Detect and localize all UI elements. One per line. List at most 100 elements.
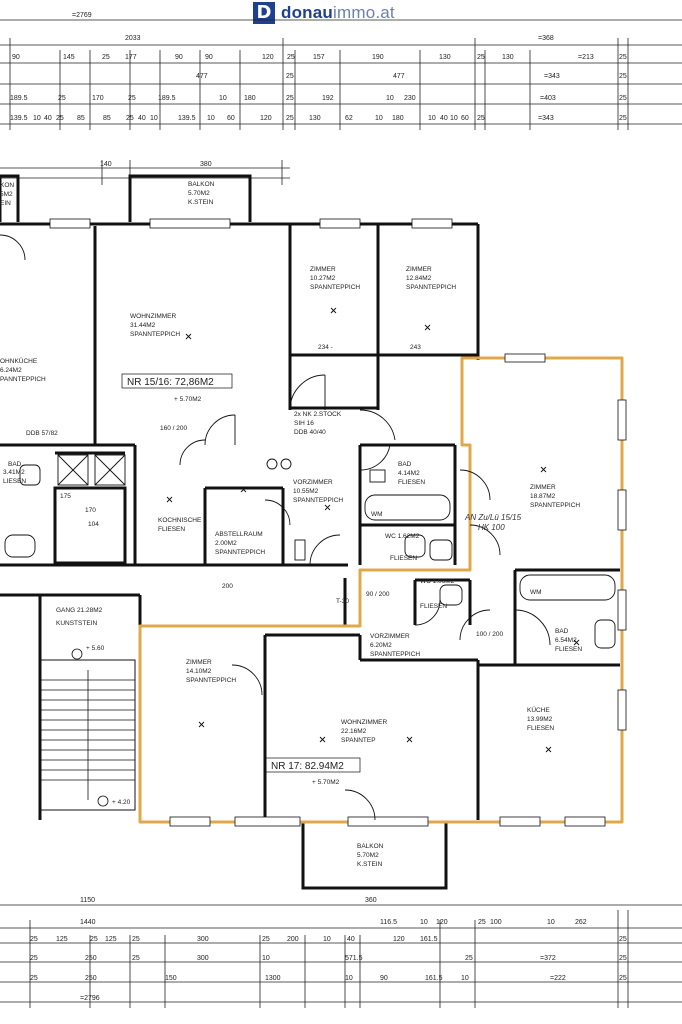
dim-label: 189.5 — [10, 95, 28, 102]
room-floor: SPANNTEPPICH — [406, 284, 456, 291]
dim-label: 40 — [44, 115, 52, 122]
room-floor: EIN — [0, 200, 11, 207]
dim-label: 139.5 — [178, 115, 196, 122]
dim-label: 25 — [478, 919, 486, 926]
room-floor: SPANNTEPPICH — [530, 502, 580, 509]
room-label: BAD — [555, 628, 569, 635]
note-level-up: + 5.60 — [86, 645, 105, 652]
dim-label: 85 — [103, 115, 111, 122]
room-area: 3.41M2 — [3, 469, 25, 476]
note-ddb57: DDB 57/82 — [26, 430, 58, 437]
dim-label: 190 — [372, 54, 384, 61]
room-floor: SPANNTEPPICH — [310, 284, 360, 291]
room-area: 31.44M2 — [130, 322, 156, 329]
dim-label: 180 — [392, 115, 404, 122]
dim-label: 262 — [575, 919, 587, 926]
dim-label: 10 — [547, 919, 555, 926]
dim-160-200: 160 / 200 — [160, 425, 187, 432]
room-floor: SPANNTEPPICH — [293, 497, 343, 504]
note-nk: 2x NK 2.STOCK — [294, 411, 342, 418]
dim-label: 10 — [461, 975, 469, 982]
room-floor: LIESEN — [3, 478, 26, 485]
room-floor: FLIESEN — [527, 725, 554, 732]
plan-notes: 2x NK 2.STOCK SIH 16 DDB 40/40 DDB 57/82… — [26, 344, 542, 806]
logo-mark: D — [253, 2, 275, 24]
room-area: 13.99M2 — [527, 716, 553, 723]
room-label: VORZIMMER — [370, 633, 410, 640]
dim-label: 25 — [465, 955, 473, 962]
room-label: BALKON — [188, 181, 215, 188]
note-level-down: + 4.20 — [112, 799, 131, 806]
dim-label: 192 — [322, 95, 334, 102]
room-area: 5.70M2 — [357, 852, 379, 859]
dim-label: 10 — [323, 936, 331, 943]
dim-label: 380 — [200, 161, 212, 168]
room-floor: FLIESEN — [420, 603, 447, 610]
top-dimension-lines — [0, 19, 682, 179]
dim-label: 10 — [345, 975, 353, 982]
staircase — [40, 648, 135, 807]
dim-label: 120 — [262, 54, 274, 61]
room-floor: FLIESEN — [555, 646, 582, 653]
dim-label: 180 — [244, 95, 256, 102]
apartment-nr15-label: NR 15/16: 72,86M2 — [127, 377, 214, 388]
dim-label: 100 — [490, 919, 502, 926]
dim-label: 25 — [286, 95, 294, 102]
room-floor: FLIESEN — [390, 555, 417, 562]
logo-brand-suffix: immo.at — [333, 3, 395, 22]
dim-label: 360 — [365, 897, 377, 904]
bottom-dimension-labels: 1150 360 1440 116.5 10 120 25 100 10 262… — [30, 897, 627, 1002]
note-wm-bottom: WM — [530, 589, 542, 596]
dim-label: =222 — [550, 975, 566, 982]
dim-100-200: 100 / 200 — [476, 631, 503, 638]
dim-label: 25 — [619, 115, 627, 122]
dim-label: 10 — [262, 955, 270, 962]
room-label: ZIMMER — [530, 484, 556, 491]
dim-label: =403 — [540, 95, 556, 102]
room-floor: PANNTEPPICH — [0, 376, 46, 383]
room-label: OHNKÜCHE — [0, 357, 38, 365]
room-floor: SPANNTEPPICH — [186, 677, 236, 684]
room-label: WOHNZIMMER — [130, 313, 177, 320]
dim-label: 250 — [85, 975, 97, 982]
top-dimension-labels: =2769 =368 2033 90 145 25 177 90 90 120 … — [10, 12, 627, 168]
dim-label: 200 — [287, 936, 299, 943]
dim-label: 250 — [85, 955, 97, 962]
room-floor: FLIESEN — [158, 526, 185, 533]
dim-label: 120 — [393, 936, 405, 943]
dim-label: 90 — [380, 975, 388, 982]
dim-label: 139.5 — [10, 115, 28, 122]
note-sih: SIH 16 — [294, 420, 314, 427]
dim-label: 10 — [420, 919, 428, 926]
dim-label: 40 — [138, 115, 146, 122]
room-area: 5M2 — [0, 191, 13, 198]
room-area: 12.84M2 — [406, 275, 432, 282]
room-area: 2.00M2 — [215, 540, 237, 547]
dim-label: 25 — [262, 936, 270, 943]
dim-label: 1300 — [265, 975, 281, 982]
logo-brand: donau — [281, 3, 333, 22]
dim-label: 25 — [619, 73, 627, 80]
room-label: BAD — [8, 461, 22, 468]
dim-label: 189.5 — [158, 95, 176, 102]
logo-wordmark: donauimmo.at — [281, 3, 395, 23]
dim-label: 25 — [619, 95, 627, 102]
fixtures — [4, 454, 616, 649]
note-ddb40: DDB 40/40 — [294, 429, 326, 436]
dim-label: 90 — [12, 54, 20, 61]
room-labels: KON 5M2 EIN BALKON 5.70M2 K.STEIN WOHNZI… — [0, 181, 582, 868]
dim-label: =343 — [538, 115, 554, 122]
bottom-dimension-lines — [0, 904, 682, 1008]
dim-label: 25 — [58, 95, 66, 102]
room-area: 14.10M2 — [186, 668, 212, 675]
apartment-nr17-balkon: + 5.70M2 — [312, 779, 340, 786]
lift-dim-175: 175 — [60, 493, 71, 500]
windows — [49, 218, 627, 827]
dim-label: 300 — [197, 955, 209, 962]
dim-label: 120 — [260, 115, 272, 122]
dim-label: 10 — [428, 115, 436, 122]
dim-label: 25 — [287, 54, 295, 61]
room-floor: KUNSTSTEIN — [56, 620, 97, 627]
lift-dim-104: 104 — [88, 521, 99, 528]
room-label: KON — [0, 182, 14, 189]
